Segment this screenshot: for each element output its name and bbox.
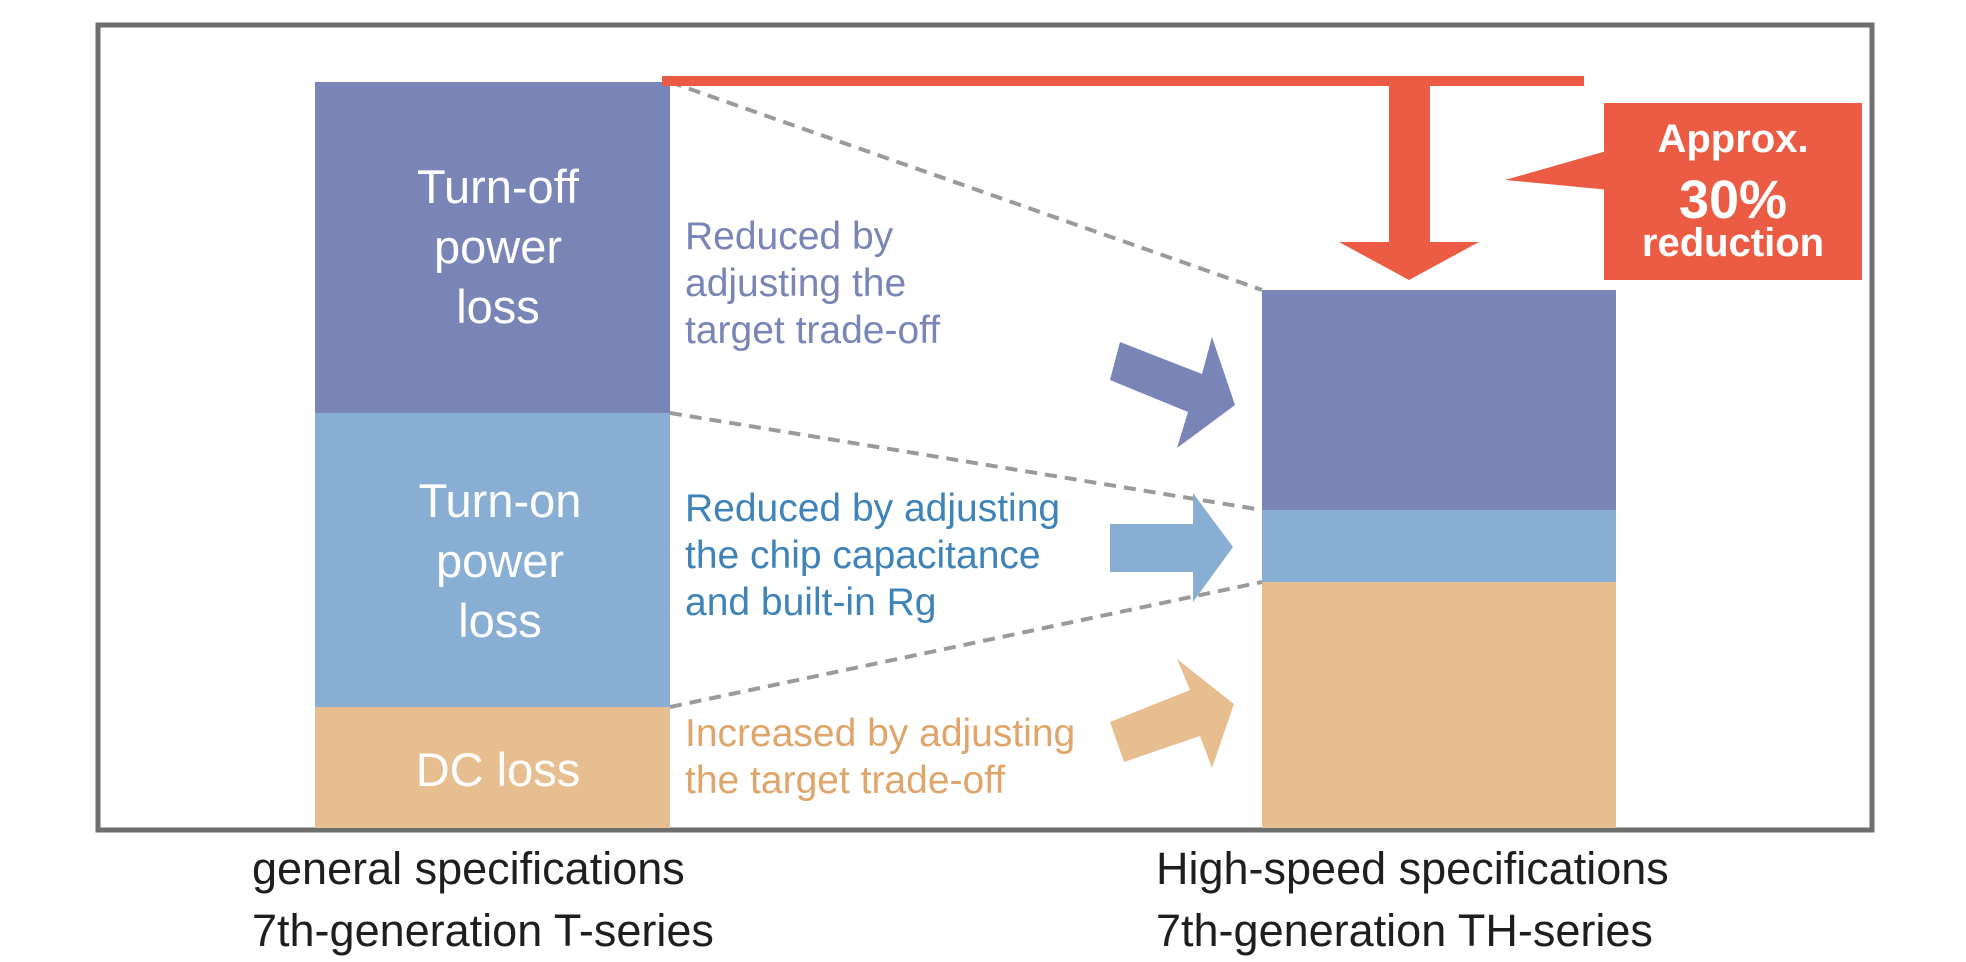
reduction-callout-box <box>1604 103 1862 280</box>
right-bar-caption: High-speed specifications 7th-generation… <box>1156 838 1669 962</box>
turn-off-annotation: Reduced by adjusting the target trade-of… <box>685 215 940 352</box>
turn-on-arrow-icon <box>1110 493 1233 602</box>
right-turn-off-segment <box>1262 290 1616 510</box>
connector-lines <box>669 80 1263 709</box>
dc-loss-label: DC loss <box>416 743 581 796</box>
dc-annotation: Increased by adjusting the target trade-… <box>685 712 1075 802</box>
left-dc-segment <box>315 707 670 828</box>
right-turn-on-segment <box>1262 510 1616 582</box>
turn-on-label-line-1: Turn-on <box>419 474 582 527</box>
turn-on-label-line-2: power <box>436 534 564 587</box>
reduction-arrow-icon <box>1339 82 1479 280</box>
callout-pointer <box>1505 150 1610 190</box>
reduction-indicator <box>662 76 1862 280</box>
right-dc-segment <box>1262 582 1616 828</box>
left-bar-labels: Turn-off power loss Turn-on power loss D… <box>416 160 582 796</box>
left-caption-line-2: 7th-generation T-series <box>252 905 714 956</box>
turn-off-label-line-1: Turn-off <box>417 160 580 213</box>
turn-off-label-line-3: loss <box>456 280 540 333</box>
turn-on-annotation-line-2: the chip capacitance <box>685 534 1041 577</box>
callout-line-reduction: reduction <box>1642 221 1824 265</box>
connector-top <box>669 80 1263 292</box>
dc-annotation-line-1: Increased by adjusting <box>685 712 1075 755</box>
turn-off-annotation-line-3: target trade-off <box>685 309 940 352</box>
turn-on-annotation: Reduced by adjusting the chip capacitanc… <box>685 487 1060 624</box>
turn-on-label-line-3: loss <box>458 594 542 647</box>
turn-off-label-line-2: power <box>434 220 562 273</box>
turn-off-annotation-line-1: Reduced by <box>685 215 894 258</box>
right-caption-line-1: High-speed specifications <box>1156 843 1669 894</box>
diagram-frame <box>95 22 1875 833</box>
dc-annotation-line-2: the target trade-off <box>685 759 1005 802</box>
callout-line-percent: 30% <box>1679 170 1787 230</box>
turn-off-annotation-line-2: adjusting the <box>685 262 906 305</box>
reduction-line <box>662 76 1584 86</box>
left-turn-on-segment <box>315 413 670 707</box>
turn-on-annotation-line-3: and built-in Rg <box>685 581 936 624</box>
turn-off-arrow-icon <box>1110 337 1235 448</box>
callout-line-approx: Approx. <box>1657 117 1808 161</box>
right-caption-line-2: 7th-generation TH-series <box>1156 905 1653 956</box>
right-stacked-bar <box>1262 290 1616 828</box>
reduction-callout-text: Approx. 30% reduction <box>1642 117 1824 265</box>
turn-on-annotation-line-1: Reduced by adjusting <box>685 487 1060 530</box>
left-bar-caption: general specifications 7th-generation T-… <box>252 838 714 962</box>
connector-bottom <box>669 580 1263 709</box>
left-turn-off-segment <box>315 82 670 413</box>
left-caption-line-1: general specifications <box>252 843 685 894</box>
dc-arrow-icon <box>1110 659 1234 768</box>
left-stacked-bar <box>315 82 670 828</box>
